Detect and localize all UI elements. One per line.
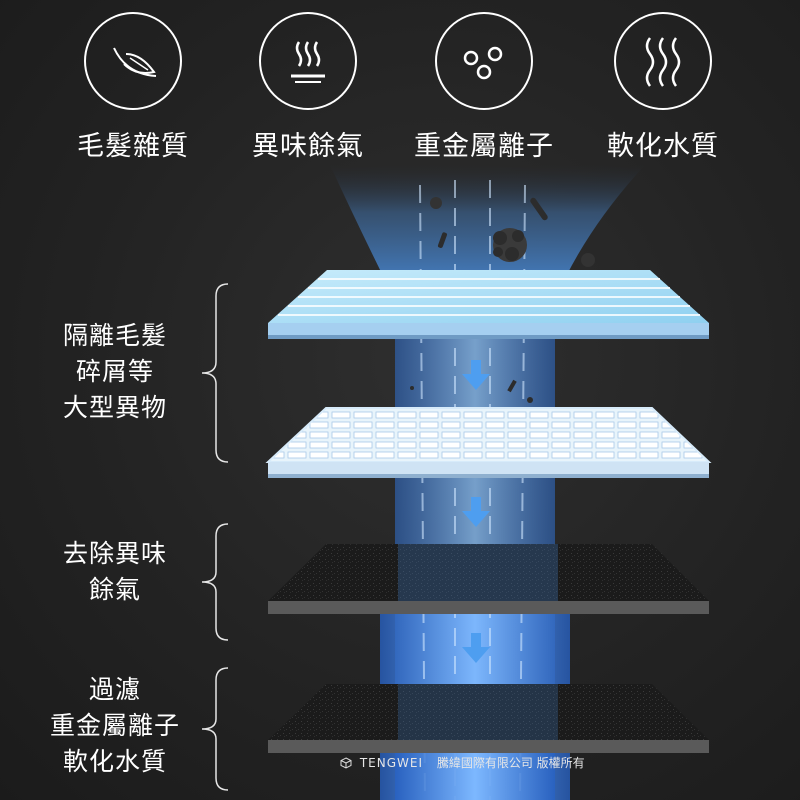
down-arrow-icon <box>462 360 490 390</box>
stage-1-description: 隔離毛髮 碎屑等 大型異物 <box>30 318 200 426</box>
stage-1-line: 大型異物 <box>62 393 167 422</box>
down-arrow-icon <box>462 497 490 527</box>
feather-icon <box>84 12 182 110</box>
wavy-lines-icon <box>614 12 712 110</box>
stage-3-description: 過濾 重金屬離子 軟化水質 <box>30 672 200 780</box>
stage-1-line: 碎屑等 <box>75 357 154 386</box>
ion-dots-icon <box>435 12 533 110</box>
icon-label-soften: 軟化水質 <box>607 131 719 162</box>
steam-icon <box>259 12 357 110</box>
brand-name: TENGWEI <box>359 756 424 770</box>
brace-icon <box>201 523 229 641</box>
brace-icon <box>201 667 229 791</box>
icon-label-hair: 毛髮雜質 <box>77 131 189 162</box>
icon-label-odor: 異味餘氣 <box>252 131 364 162</box>
stage-3-line: 過濾 <box>88 675 141 704</box>
stage-1-line: 隔離毛髮 <box>62 321 167 350</box>
stage-2-line: 餘氣 <box>88 575 141 604</box>
stage-3-line: 重金屬離子 <box>49 711 180 740</box>
copyright-text: 騰緯國際有限公司 版權所有 <box>436 756 585 770</box>
icon-label-heavy-metal: 重金屬離子 <box>414 131 554 162</box>
stage-3-line: 軟化水質 <box>62 747 167 776</box>
stage-2-line: 去除異味 <box>62 539 167 568</box>
brace-icon <box>201 283 229 463</box>
stage-2-description: 去除異味 餘氣 <box>30 536 200 608</box>
footer-copyright: TENGWEI 騰緯國際有限公司 版權所有 <box>340 754 585 771</box>
brand-logo-icon <box>340 757 352 769</box>
down-arrow-icon <box>462 633 490 663</box>
